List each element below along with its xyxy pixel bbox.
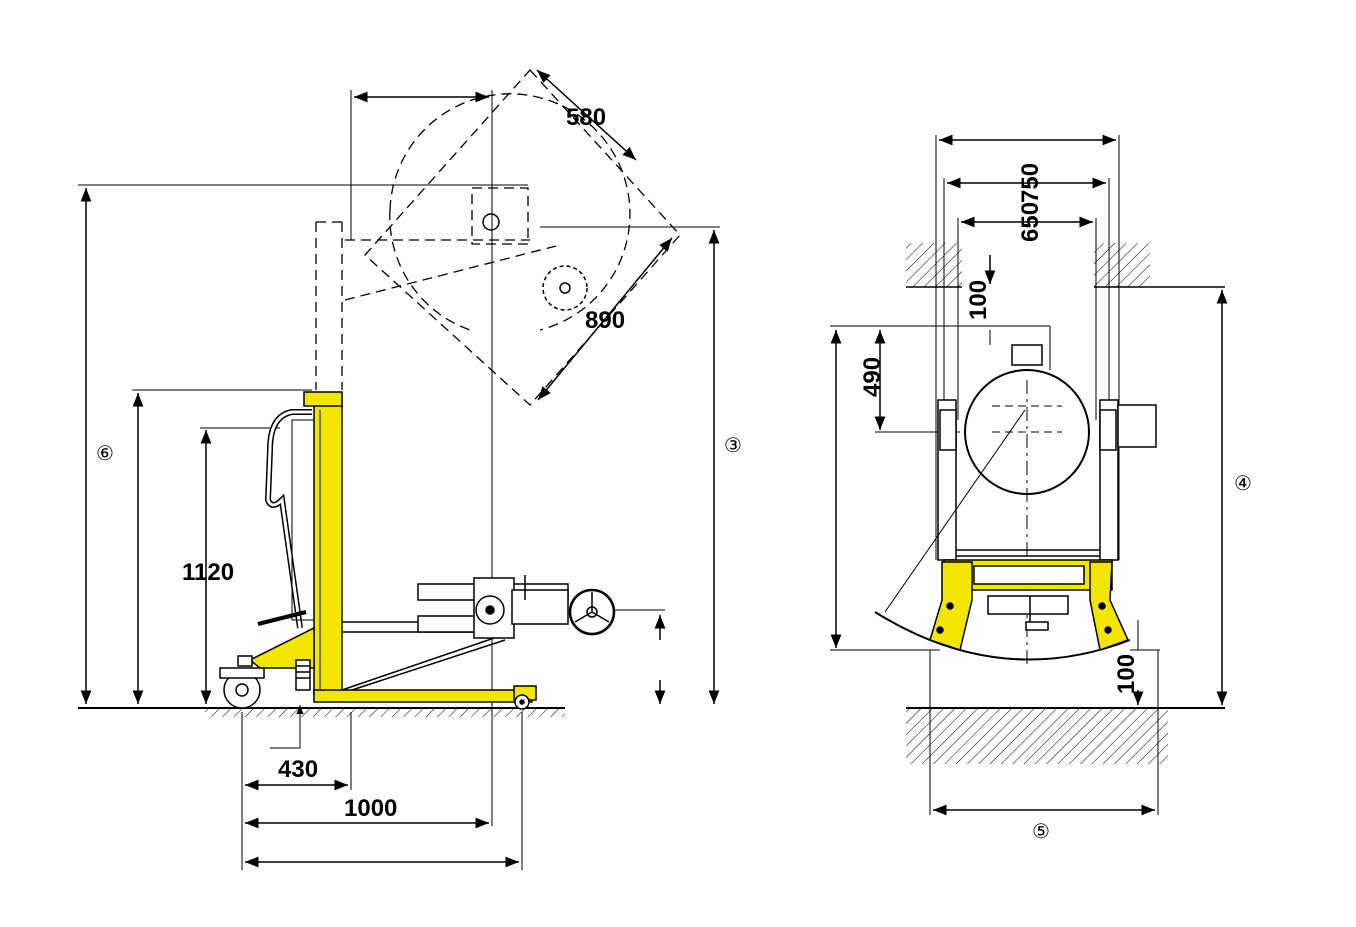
tilt-depth-dim bbox=[537, 237, 673, 401]
ceiling-right bbox=[1094, 243, 1150, 287]
label-bottom-100: 100 bbox=[1113, 654, 1140, 694]
floor-hatch bbox=[906, 708, 1168, 764]
swing-arc bbox=[874, 611, 1131, 661]
front-view bbox=[830, 134, 1228, 816]
label-580: 580 bbox=[566, 104, 606, 131]
tilted-drum-outline bbox=[315, 69, 681, 406]
ref-max-lift: ③ bbox=[724, 433, 742, 457]
ref-front-height: ④ bbox=[1234, 471, 1252, 495]
label-1120: 1120 bbox=[182, 559, 234, 586]
label-490: 490 bbox=[859, 357, 886, 397]
foot-pedal bbox=[248, 626, 315, 669]
handle bbox=[264, 409, 312, 629]
tilt-width-dim bbox=[536, 69, 637, 161]
side-view bbox=[78, 69, 720, 870]
ref-overall-height: ⑥ bbox=[96, 441, 114, 465]
label-890: 890 bbox=[585, 307, 625, 334]
ground-hatch bbox=[205, 709, 565, 717]
ref-base-width: ⑤ bbox=[1032, 819, 1050, 843]
label-top-100: 100 bbox=[965, 280, 992, 320]
label-430: 430 bbox=[278, 756, 318, 783]
drum-carrier bbox=[341, 575, 569, 691]
tilted-drum-wheel bbox=[542, 265, 588, 311]
crank-wheel bbox=[568, 588, 616, 636]
label-750: 750 bbox=[1017, 163, 1044, 203]
label-1000: 1000 bbox=[344, 795, 397, 822]
label-650: 650 bbox=[1017, 202, 1044, 242]
ceiling-left bbox=[906, 243, 962, 287]
right-leg bbox=[1089, 561, 1130, 651]
base-leg bbox=[313, 689, 533, 703]
mast bbox=[313, 394, 343, 696]
